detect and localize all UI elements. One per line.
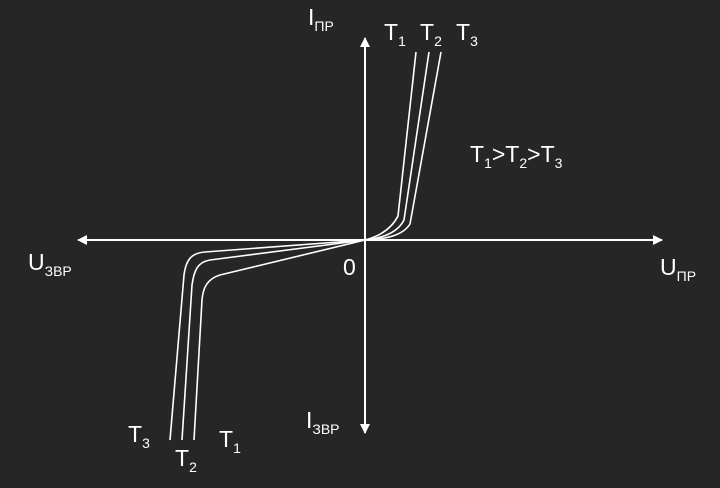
label-reverse-current: IЗВР (306, 407, 340, 437)
label-reverse-t3: T3 (128, 421, 150, 451)
curve-t3-reverse (169, 239, 366, 441)
label-forward-t1: T1 (384, 19, 406, 49)
curve-t1-forward (364, 51, 417, 241)
label-forward-current: IПР (308, 4, 334, 34)
label-reverse-t1: T1 (219, 426, 241, 456)
label-forward-t3: T3 (456, 19, 478, 49)
label-origin: 0 (343, 254, 356, 280)
curve-t3-forward (364, 51, 442, 241)
temperature-relation: T1>T2>T3 (470, 141, 563, 171)
label-forward-voltage: UПР (660, 254, 696, 284)
curve-t2-reverse (181, 239, 366, 441)
label-forward-t2: T2 (420, 19, 442, 49)
label-reverse-voltage: UЗВР (28, 249, 72, 279)
curve-t2-forward (364, 51, 430, 241)
curve-t1-reverse (193, 239, 366, 441)
label-reverse-t2: T2 (175, 445, 197, 475)
